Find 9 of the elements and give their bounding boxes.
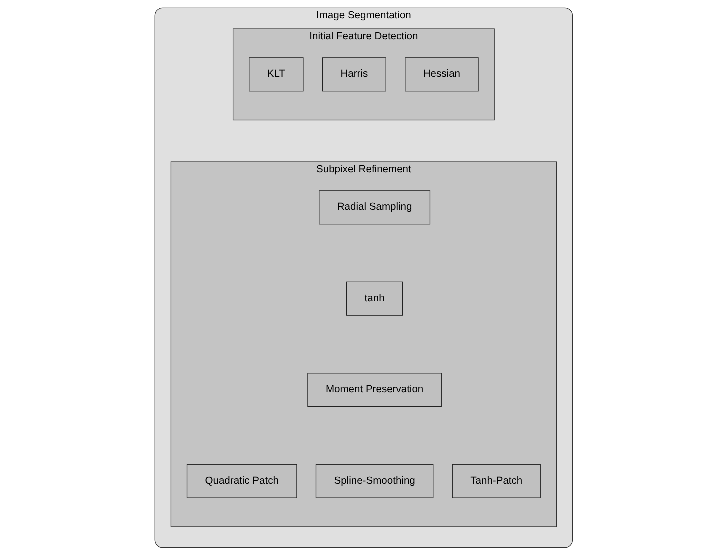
node-box: Tanh-Patch [452,464,541,498]
node-box: Moment Preservation [308,372,442,407]
node-box: Hessian [405,57,479,92]
node-box: tanh [346,281,404,316]
node-box: Radial Sampling [319,190,431,224]
node-box: Harris [322,57,386,92]
node-box: Spline-Smoothing [316,464,434,498]
node-box: KLT [249,57,304,92]
node-box: Quadratic Patch [187,464,298,498]
